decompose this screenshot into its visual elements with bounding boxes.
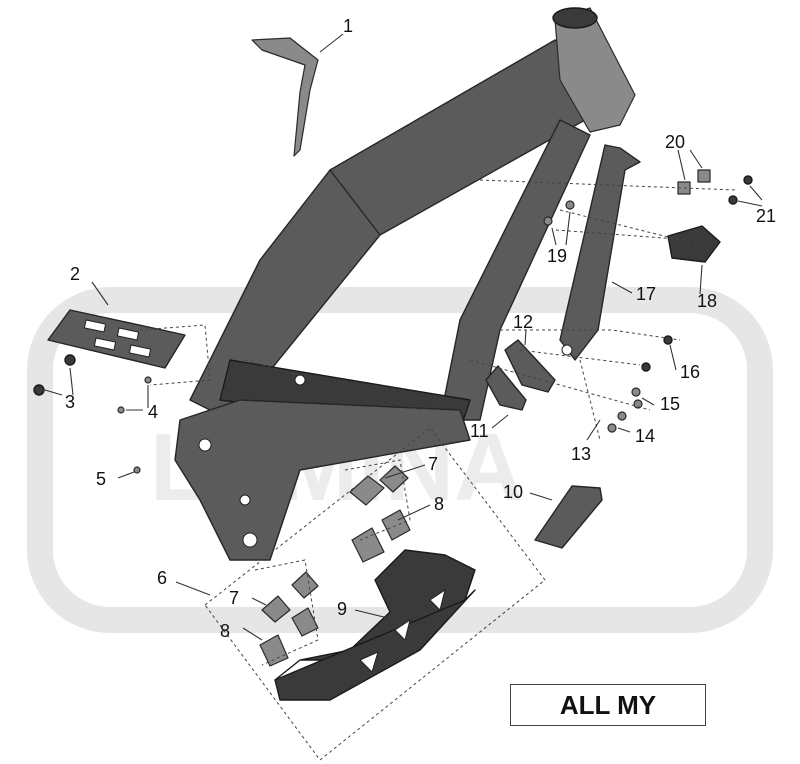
part-1-bracket [251, 37, 319, 157]
callout-12: 12 [513, 312, 533, 332]
callout-10: 10 [503, 482, 523, 502]
callout-4: 4 [148, 402, 158, 422]
callout-21: 21 [756, 206, 776, 226]
callout-9: 9 [337, 599, 347, 619]
part-10-cover [534, 485, 603, 549]
callout-18: 18 [697, 291, 717, 311]
callout-15: 15 [660, 394, 680, 414]
part-9-skid-guard [274, 549, 476, 701]
part-17-strut [559, 144, 641, 361]
part-8-pad-lower [259, 607, 319, 667]
part-12-bracket [504, 339, 556, 393]
callout-6: 6 [157, 568, 167, 588]
part-2-plate [47, 309, 186, 369]
callout-8-lower: 8 [220, 621, 230, 641]
callout-3: 3 [65, 392, 75, 412]
callout-17: 17 [636, 284, 656, 304]
leader-lines [44, 33, 763, 641]
callout-16: 16 [680, 362, 700, 382]
part-11-bracket [485, 365, 527, 411]
part-19-bolt [543, 200, 575, 226]
callout-8: 8 [434, 494, 444, 514]
assembly-guides [139, 179, 736, 761]
model-year-label: ALL MY [510, 684, 706, 726]
part-4-washer [117, 376, 152, 414]
part-14-bolt [607, 411, 627, 433]
callout-20: 20 [665, 132, 685, 152]
part-16-nut [641, 335, 673, 372]
callout-2: 2 [70, 264, 80, 284]
callout-11: 11 [470, 421, 489, 441]
callout-19: 19 [547, 246, 567, 266]
callout-7: 7 [428, 454, 438, 474]
part-7-pad-lower [261, 571, 319, 623]
callout-7-lower: 7 [229, 588, 239, 608]
part-15-bolt [631, 387, 643, 409]
part-5-bolt [133, 466, 141, 474]
callout-5: 5 [96, 469, 106, 489]
part-3-nut [33, 354, 76, 396]
part-20-clip [677, 169, 711, 195]
part-21-nut [728, 175, 753, 205]
main-frame [174, 7, 636, 561]
callout-13: 13 [571, 444, 591, 464]
callout-labels: 1 2 3 4 5 6 7 8 9 10 11 12 13 14 15 16 1… [65, 16, 776, 641]
callout-1: 1 [343, 16, 353, 36]
callout-14: 14 [635, 426, 655, 446]
